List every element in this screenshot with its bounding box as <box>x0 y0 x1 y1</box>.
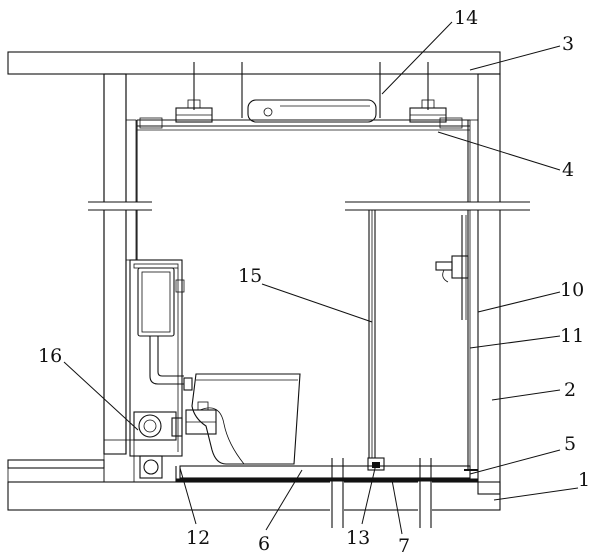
right-wall-panel <box>467 119 479 471</box>
label-16: 16 <box>38 345 62 367</box>
hanger-clips <box>175 99 447 123</box>
leader-10 <box>477 291 561 313</box>
leader-5 <box>469 449 561 475</box>
label-15: 15 <box>238 265 262 287</box>
label-6: 6 <box>258 533 270 555</box>
label-14: 14 <box>454 7 478 29</box>
leader-1 <box>493 487 579 501</box>
leader-2 <box>491 389 561 401</box>
label-5: 5 <box>564 433 576 455</box>
outside-floor <box>7 439 135 483</box>
ceiling-exhaust-fan <box>247 99 377 123</box>
floor-slab <box>7 481 501 511</box>
right-wall <box>477 73 501 495</box>
label-10: 10 <box>560 279 584 301</box>
hanger-rods <box>193 62 429 118</box>
leader-4 <box>437 131 561 171</box>
leader-3 <box>469 45 561 71</box>
label-2: 2 <box>564 379 576 401</box>
leader-11 <box>469 335 561 349</box>
label-12: 12 <box>186 527 210 549</box>
left-wall-panel <box>125 119 138 261</box>
leader-14 <box>381 21 453 95</box>
label-4: 4 <box>562 159 574 181</box>
label-7: 7 <box>398 535 410 557</box>
shower-partition <box>368 210 376 458</box>
label-3: 3 <box>562 33 574 55</box>
shower-mixer <box>435 215 469 320</box>
callout-labels: 14 3 4 15 10 11 16 2 5 1 12 6 13 7 <box>38 7 590 557</box>
toilet-bowl <box>185 373 301 465</box>
drain-pipe <box>133 411 183 479</box>
leader-12 <box>179 467 197 525</box>
floor-assembly <box>175 457 478 482</box>
ceiling-slab <box>7 51 501 75</box>
leader-6 <box>265 469 303 531</box>
leader-lines <box>63 21 579 535</box>
label-13: 13 <box>346 527 370 549</box>
leader-13 <box>361 463 377 525</box>
leader-15 <box>261 283 373 323</box>
label-1: 1 <box>578 469 590 491</box>
break-lines <box>88 201 530 528</box>
suspended-ceiling <box>137 62 470 131</box>
leader-16 <box>63 361 139 431</box>
left-masonry-wall <box>103 73 127 455</box>
cistern-frame <box>129 259 193 457</box>
leader-7 <box>391 479 403 535</box>
label-11: 11 <box>560 325 584 347</box>
